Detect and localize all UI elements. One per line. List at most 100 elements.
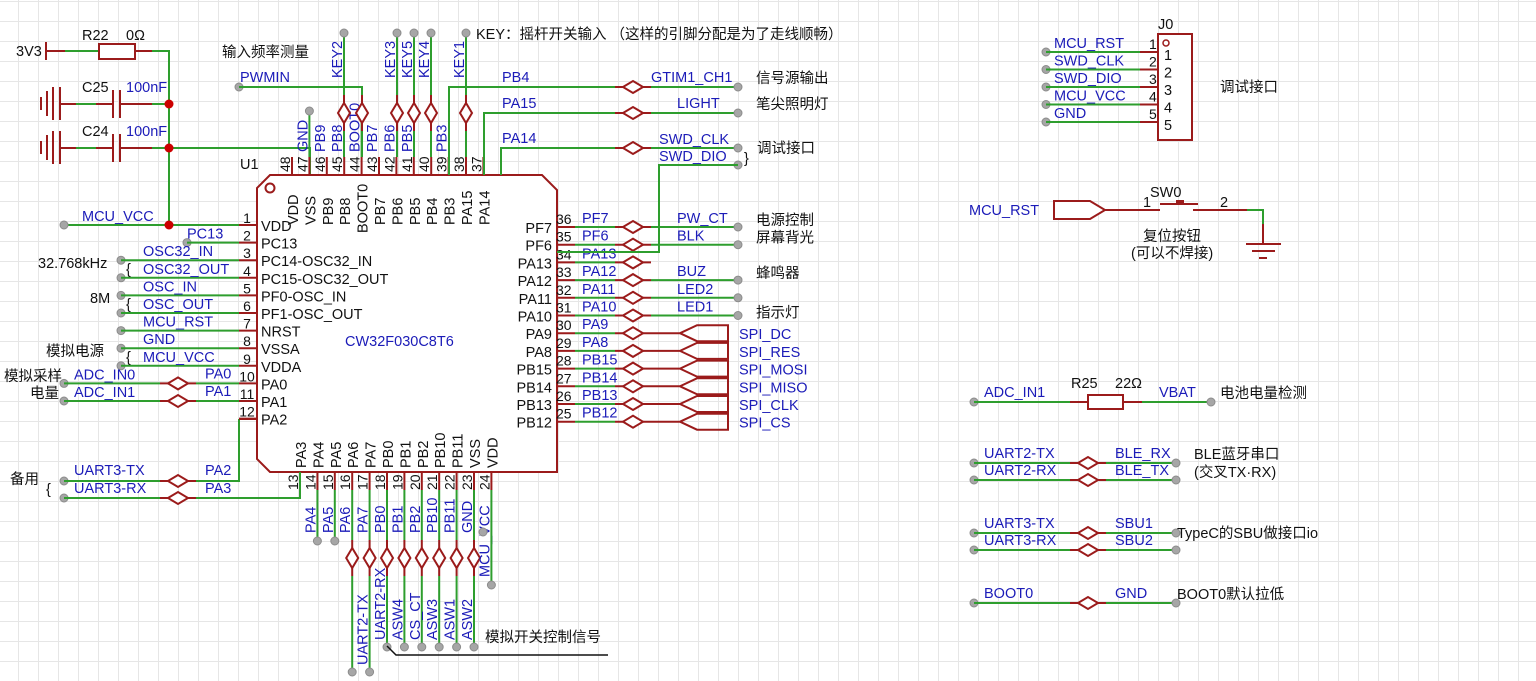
junction-dot xyxy=(164,143,174,153)
net-port-dot[interactable] xyxy=(733,82,743,92)
pin-name: PB9 xyxy=(321,198,337,225)
pin-name: PB11 xyxy=(451,434,467,468)
net-port-dot[interactable] xyxy=(733,240,743,250)
net-tie-icon xyxy=(621,414,645,429)
pin-number: 23 xyxy=(459,474,475,490)
net-port-dot[interactable] xyxy=(1171,458,1181,468)
pin-name: PA3 xyxy=(294,442,310,468)
net-port-dot[interactable] xyxy=(486,580,496,590)
reset-switch-sw0[interactable]: MCU_RST SW0 1 2 复位按钮 (可以不焊接) xyxy=(969,185,1281,262)
note-pwmin: 输入频率测量 xyxy=(222,44,309,61)
net-port-dot[interactable] xyxy=(733,293,743,303)
note-analog-switch: 模拟开关控制信号 xyxy=(485,629,601,646)
battery-sense-r25[interactable]: ADC_IN1 R25 22Ω VBAT 电池电量检测 xyxy=(969,376,1307,410)
pin-name: PB13 xyxy=(517,398,552,414)
pin-number: 34 xyxy=(556,246,572,262)
net-swd-clk: SWD_CLK xyxy=(659,132,729,148)
net-port-flag xyxy=(651,341,729,360)
net-port-dot[interactable] xyxy=(434,642,444,652)
net-port-dot[interactable] xyxy=(392,28,402,38)
mcu-ref: U1 xyxy=(240,157,259,173)
net-port-dot[interactable] xyxy=(461,28,471,38)
net-port-dot[interactable] xyxy=(59,220,69,230)
net-port-dot[interactable] xyxy=(304,106,314,116)
net-tie-icon xyxy=(621,379,645,394)
pin-number: 3 xyxy=(243,245,251,261)
net-port-dot[interactable] xyxy=(347,667,357,677)
net-port-dot[interactable] xyxy=(1171,545,1181,555)
net-label-left: UART3-TX xyxy=(984,516,1055,532)
net-port-dot[interactable] xyxy=(1171,528,1181,538)
net-port-dot[interactable] xyxy=(733,222,743,232)
net-port-dot[interactable] xyxy=(417,642,427,652)
net-label: CS_CT xyxy=(408,592,424,640)
pin-number: 11 xyxy=(240,386,255,402)
net-port-dot[interactable] xyxy=(330,536,340,546)
port-label: PA11 xyxy=(582,282,615,298)
net-pa15: PA15 xyxy=(502,96,536,112)
pin-name: PB15 xyxy=(517,363,552,379)
net-label: PA7 xyxy=(356,507,372,533)
net-uart3-tx: UART3-TX xyxy=(74,463,145,479)
port-pa2: PA2 xyxy=(205,463,231,479)
net-port-dot[interactable] xyxy=(452,642,462,652)
pin-number: 5 xyxy=(243,280,251,296)
net-label: ASW1 xyxy=(443,599,459,640)
net-label: PB9 xyxy=(313,125,329,152)
pin-number: 18 xyxy=(372,474,388,490)
net-label: GND xyxy=(143,332,175,348)
net-port-dot[interactable] xyxy=(1206,397,1216,407)
net-port-dot[interactable] xyxy=(1171,475,1181,485)
resistor-r22[interactable] xyxy=(98,43,136,60)
net-port-dot[interactable] xyxy=(312,536,322,546)
net-port-dot[interactable] xyxy=(733,108,743,118)
pin-number: 48 xyxy=(277,156,293,172)
net-tie-icon xyxy=(345,546,360,570)
net-tie-icon xyxy=(414,546,429,570)
pin-number: 32 xyxy=(556,282,572,298)
net-gtim1-ch1: GTIM1_CH1 xyxy=(651,70,732,86)
mcu-top-pins: 48VDD47VSSGND46PB9PB945PB8PB844BOOT0BOOT… xyxy=(277,103,493,233)
note-gtim: 信号源输出 xyxy=(756,70,829,87)
net-port-dot[interactable] xyxy=(1171,598,1181,608)
pin-number: 8 xyxy=(243,333,251,349)
net-port-dot[interactable] xyxy=(469,642,479,652)
net-port-dot[interactable] xyxy=(339,28,349,38)
net-port-dot[interactable] xyxy=(399,642,409,652)
net-port-dot[interactable] xyxy=(733,143,743,153)
pin-number: 20 xyxy=(407,474,423,490)
net-port-dot[interactable] xyxy=(733,275,743,285)
note-adc-power: 电量 xyxy=(30,385,59,402)
net-port-dot[interactable] xyxy=(426,28,436,38)
pin-number: 4 xyxy=(1149,89,1157,105)
resistor-r25[interactable] xyxy=(1087,394,1124,410)
net-label: PB0 xyxy=(373,506,389,533)
net-label: SPI_CS xyxy=(739,416,791,432)
pin-number: 46 xyxy=(312,156,328,172)
net-label: PA5 xyxy=(321,507,337,533)
net-uart3-rx: UART3-RX xyxy=(74,481,147,497)
net-label: BUZ xyxy=(677,264,706,280)
net-port-dot[interactable] xyxy=(409,28,419,38)
net-port-dot[interactable] xyxy=(478,527,488,537)
net-port-dot[interactable] xyxy=(733,311,743,320)
net-port-dot[interactable] xyxy=(365,667,375,677)
pin-name: 4 xyxy=(1164,101,1172,117)
key-net: KEY5 xyxy=(400,28,422,157)
port-label: PA13 xyxy=(582,246,616,262)
